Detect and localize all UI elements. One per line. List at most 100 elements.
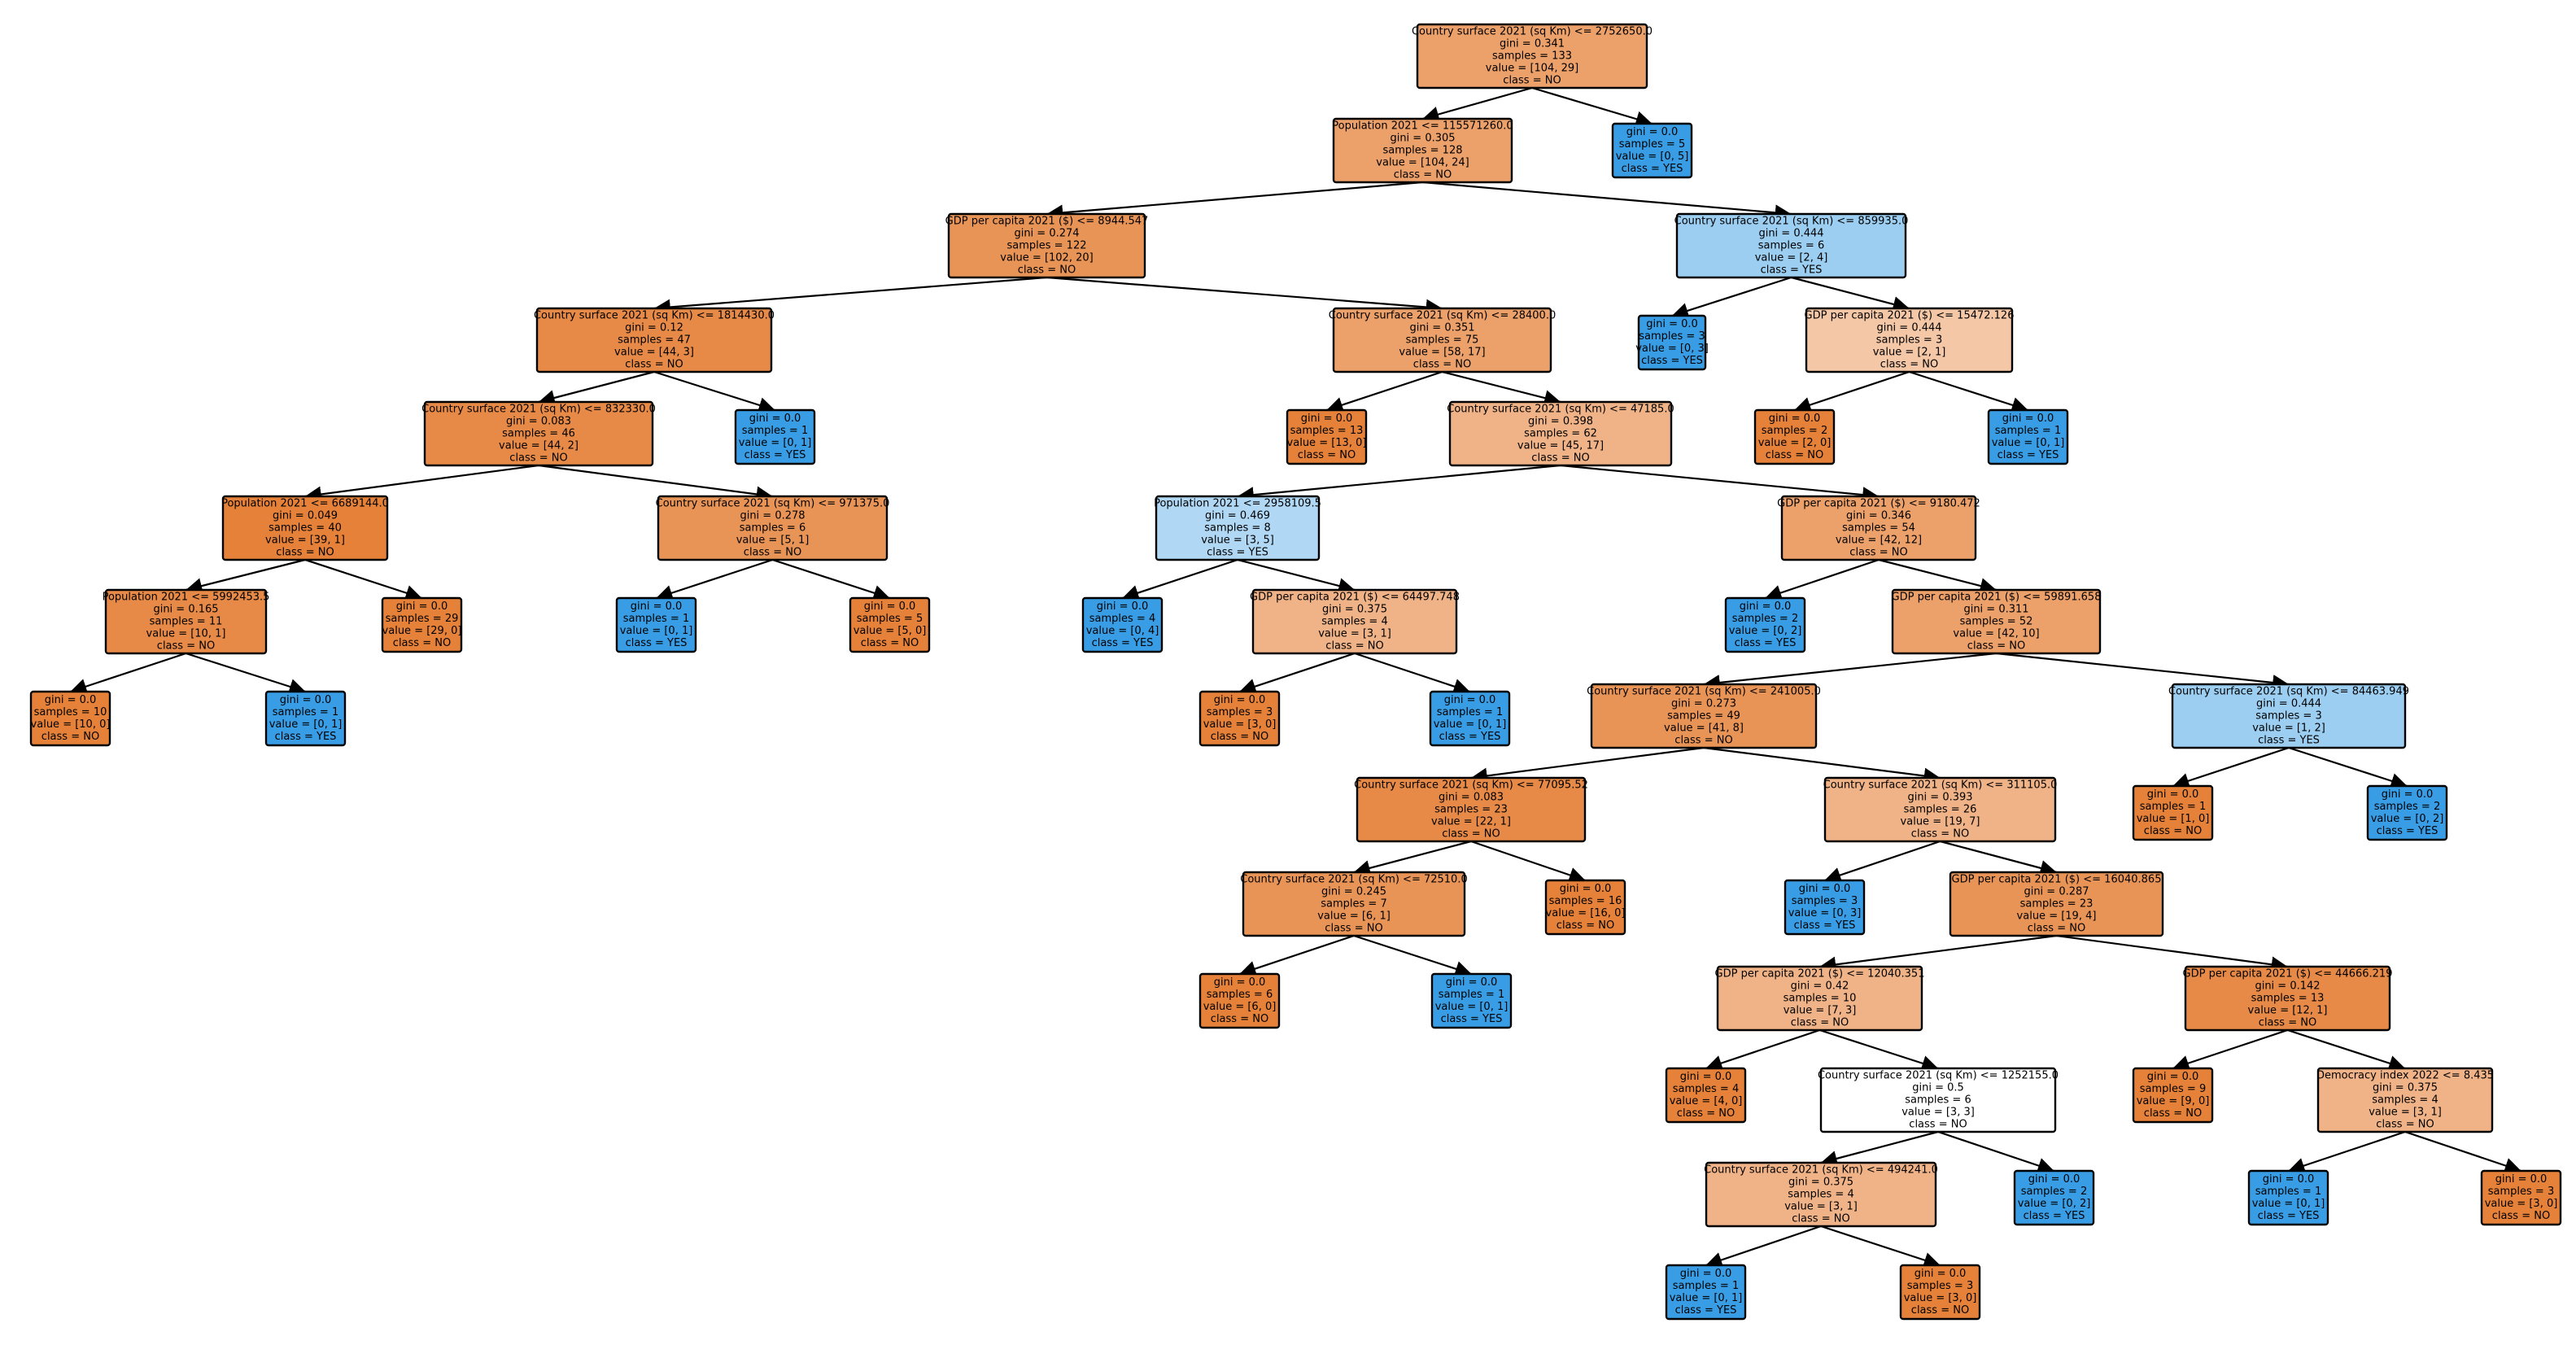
tree-node-text: gini = 0.351 (1409, 322, 1474, 334)
tree-node-text: class = NO (861, 637, 919, 649)
tree-node-text: samples = 47 (618, 334, 691, 347)
tree-node-text: value = [0, 3] (1635, 343, 1709, 355)
tree-node-text: samples = 49 (1667, 710, 1740, 723)
tree-node-text: value = [44, 2] (499, 440, 579, 452)
tree-node-text: samples = 52 (1960, 616, 2033, 628)
tree-node-text: gini = 0.083 (506, 416, 571, 428)
tree-node-text: samples = 5 (857, 613, 923, 625)
tree-node-text: gini = 0.245 (1321, 886, 1386, 898)
tree-node-box (2171, 683, 2407, 749)
tree-node-n49: Country surface 2021 (sq Km) <= 494241.0… (1704, 1161, 1938, 1228)
tree-node-text: gini = 0.278 (740, 510, 805, 522)
tree-node-text: samples = 133 (1492, 50, 1572, 63)
tree-node-text: Country surface 2021 (sq Km) <= 72510.0 (1240, 874, 1467, 886)
tree-node-box (1665, 1067, 1747, 1124)
tree-edge-arrow (1470, 746, 1705, 784)
tree-node-text: value = [45, 17] (1517, 440, 1604, 452)
tree-node-box (2480, 1169, 2562, 1226)
tree-node-text: class = YES (275, 731, 337, 743)
tree-node-n43: GDP per capita 2021 ($) <= 12040.351gini… (1715, 965, 1925, 1032)
tree-edge-arrow (656, 558, 773, 601)
tree-node-text: value = [3, 1] (1318, 628, 1391, 640)
tree-node-text: value = [0, 1] (1670, 1292, 1743, 1304)
tree-node-text: Country surface 2021 (sq Km) <= 832330.0 (421, 404, 656, 416)
tree-node-text: gini = 0.0 (1915, 1268, 1967, 1280)
tree-node-text: class = YES (1675, 1304, 1737, 1317)
tree-node-text: samples = 4 (1788, 1189, 1853, 1201)
tree-node-text: class = YES (626, 637, 688, 649)
tree-node-text: value = [10, 0] (31, 718, 111, 731)
tree-node-text: gini = 0.42 (1791, 980, 1849, 993)
tree-node-text: gini = 0.12 (625, 322, 683, 334)
tree-edge-arrow (1703, 746, 1941, 784)
tree-node-text: gini = 0.0 (2147, 788, 2199, 801)
tree-node-text: samples = 10 (1784, 993, 1857, 1005)
tree-edge-arrow (1353, 934, 1472, 977)
tree-node-text: gini = 0.341 (1500, 38, 1565, 50)
tree-edge-arrow (1422, 181, 1792, 221)
tree-node-box (1429, 690, 1511, 747)
tree-node-text: value = [3, 5] (1201, 535, 1274, 547)
tree-edge-arrow (1703, 652, 1997, 691)
tree-node-text: value = [0, 1] (1434, 718, 1507, 731)
tree-node-text: gini = 0.0 (631, 600, 683, 613)
tree-node-box (381, 596, 463, 653)
tree-node-text: Country surface 2021 (sq Km) <= 1252155.… (1818, 1070, 2059, 1082)
tree-edge-arrow (1326, 370, 1443, 413)
tree-node-text: samples = 54 (1842, 522, 1915, 535)
tree-node-text: value = [104, 24] (1376, 157, 1469, 169)
tree-edge-arrow (2288, 1130, 2406, 1174)
tree-node-text: Democracy index 2022 <= 8.435 (2316, 1070, 2494, 1082)
tree-node-box (1356, 776, 1587, 843)
tree-node-box (1332, 117, 1513, 184)
tree-node-box (615, 596, 697, 653)
tree-node-box (1987, 408, 2069, 465)
tree-node-box (29, 690, 111, 747)
tree-node-text: samples = 3 (2255, 710, 2321, 723)
tree-node-text: samples = 1 (623, 613, 689, 625)
tree-node-text: GDP per capita 2021 ($) <= 44666.219 (2183, 968, 2393, 980)
tree-node-text: samples = 26 (1904, 804, 1977, 816)
tree-node-text: gini = 0.165 (153, 604, 218, 616)
tree-node-box (1637, 314, 1707, 371)
tree-node-text: value = [19, 4] (2017, 910, 2097, 923)
tree-node-box (221, 495, 389, 561)
tree-node-n44: GDP per capita 2021 ($) <= 44666.219gini… (2183, 965, 2393, 1032)
tree-node-text: GDP per capita 2021 ($) <= 12040.351 (1715, 968, 1925, 980)
tree-node-text: value = [22, 1] (1431, 816, 1511, 828)
tree-node-text: samples = 29 (386, 613, 459, 625)
tree-node-text: value = [3, 1] (1784, 1201, 1858, 1213)
tree-node-text: Population 2021 <= 115571260.0 (1332, 120, 1513, 133)
tree-node-box (264, 690, 347, 747)
tree-node-text: value = [102, 20] (1000, 252, 1093, 264)
tree-node-box (1899, 1264, 1981, 1321)
tree-node-box (947, 212, 1146, 279)
tree-node-box (1448, 400, 1673, 467)
tree-node-text: samples = 1 (2140, 801, 2206, 813)
tree-edge-arrow (2172, 746, 2290, 789)
tree-edge-arrow (186, 652, 306, 695)
tree-node-text: gini = 0.0 (2028, 1173, 2080, 1186)
tree-node-box (1332, 307, 1552, 373)
tree-node-text: value = [12, 1] (2248, 1005, 2328, 1017)
tree-node-text: class = YES (2024, 1210, 2085, 1222)
tree-node-text: gini = 0.311 (1963, 604, 2028, 616)
tree-node-text: gini = 0.049 (273, 510, 338, 522)
tree-node-n33: Country surface 2021 (sq Km) <= 77095.52… (1354, 776, 1588, 843)
tree-node-text: gini = 0.0 (1301, 413, 1353, 425)
tree-node-text: class = YES (2258, 1210, 2320, 1222)
tree-node-box (423, 400, 654, 467)
tree-node-text: gini = 0.0 (45, 694, 97, 706)
tree-node-text: value = [2, 1] (1873, 347, 1946, 359)
tree-node-box (1251, 588, 1458, 655)
tree-node-text: value = [5, 0] (854, 625, 927, 637)
tree-edge-arrow (1239, 652, 1356, 695)
tree-node-text: GDP per capita 2021 ($) <= 16040.865 (1952, 874, 2162, 886)
tree-node-box (2247, 1169, 2329, 1226)
tree-node-n31: Country surface 2021 (sq Km) <= 241005.0… (1587, 683, 1821, 749)
